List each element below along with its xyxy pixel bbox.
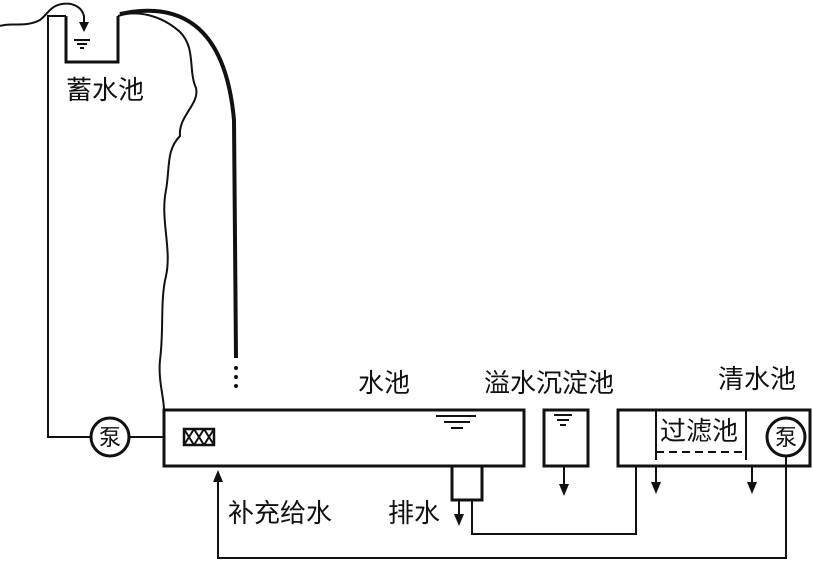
waterfall-drop-2 (234, 375, 238, 379)
return-line (471, 458, 637, 535)
waterfall-drop-1 (234, 366, 238, 370)
makeup-water-line (217, 456, 787, 559)
pool-label: 水池 (358, 369, 410, 399)
storage-tank-label: 蓄水池 (66, 76, 144, 106)
pump-right-label: 泵 (775, 426, 797, 451)
overflow-settling-tank-label: 溢水沉淀池 (484, 369, 614, 399)
pump-left-pipe-up (47, 15, 90, 438)
waterfall-drop-3 (234, 384, 238, 388)
drain-arrow (454, 514, 464, 526)
pool (162, 408, 526, 468)
rock-wall-outline (117, 12, 198, 411)
filter-tank-label: 过滤池 (660, 417, 738, 447)
pump-left-label: 泵 (99, 426, 121, 451)
filter-outlet-left-arrow (651, 482, 661, 494)
filter-outlet-right-arrow (747, 482, 757, 494)
intake-strainer-mesh (183, 428, 215, 446)
waterfall-stream (119, 8, 238, 359)
drain-sump (450, 466, 484, 502)
supply-line (0, 2, 85, 28)
storage-tank (64, 16, 120, 64)
overflow-settling-tank (542, 408, 590, 468)
clear-water-tank-label: 清水池 (718, 365, 796, 395)
makeup-water-label: 补充给水 (228, 499, 332, 529)
drain-label: 排水 (388, 499, 440, 529)
settling-tank-outlet-arrow (559, 484, 569, 496)
makeup-water-arrow (213, 470, 223, 482)
supply-arrow (79, 22, 89, 32)
